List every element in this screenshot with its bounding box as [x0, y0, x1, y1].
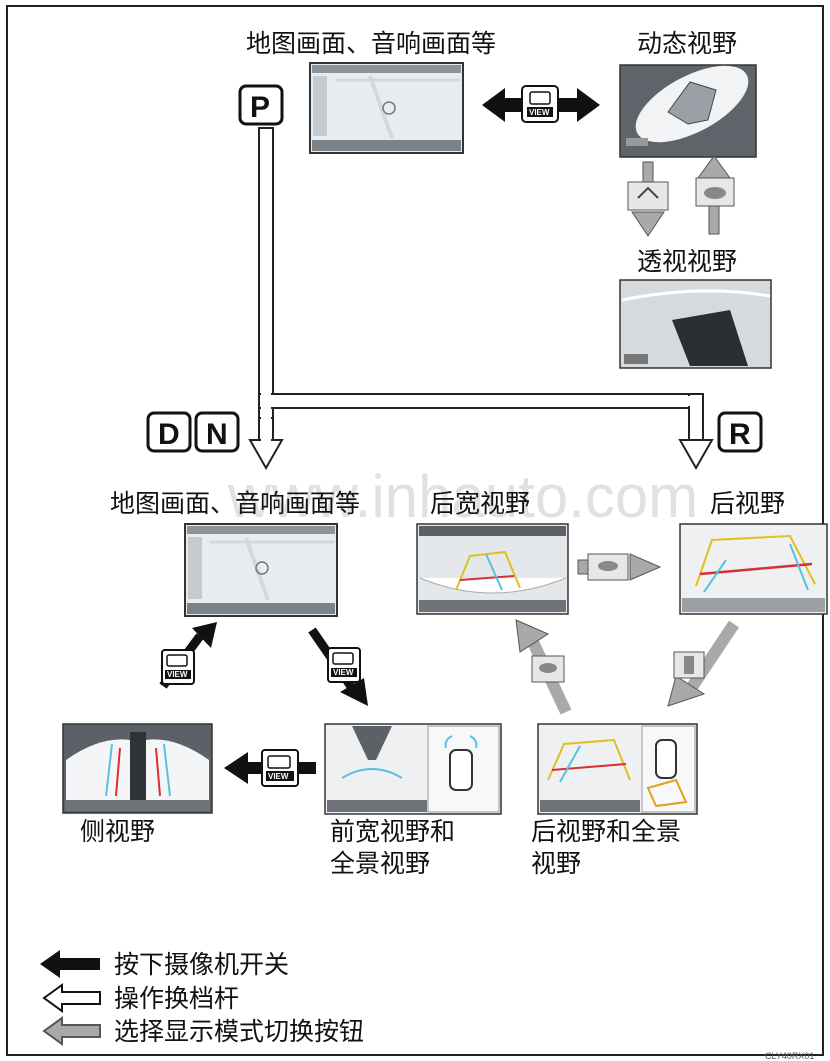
label-side-view: 侧视野 [80, 817, 155, 846]
label-map-mid: 地图画面、音响画面等 [110, 489, 360, 518]
label-rear-view: 后视野 [710, 489, 785, 518]
map-screen-top [309, 62, 464, 154]
front-wide-panorama-screen [324, 723, 502, 815]
black-arrow-map-to-front: VIEW [308, 627, 368, 706]
dynamic-view-screen [619, 64, 757, 158]
legend-item-black: 按下摄像机开关 [40, 950, 289, 979]
svg-text:P: P [250, 91, 270, 124]
camera-switch-double-arrow: VIEW [482, 85, 600, 123]
legend-label-gray: 选择显示模式切换按钮 [114, 1017, 364, 1046]
gray-arrow-up-to-dynamic [695, 155, 735, 235]
gray-arrow-down-to-perspective [627, 161, 669, 237]
label-front-wide-line1: 前宽视野和 [330, 817, 455, 846]
gear-n-badge: N [194, 411, 240, 453]
side-view-screen [62, 723, 213, 814]
shift-lever-path [248, 127, 714, 471]
svg-text:D: D [158, 418, 180, 451]
label-dynamic-view: 动态视野 [637, 29, 737, 58]
black-arrow-side-to-map: VIEW [159, 622, 217, 689]
legend-label-white: 操作换档杆 [114, 984, 239, 1013]
black-arrow-icon [40, 950, 100, 978]
label-rear-panorama-line2: 视野 [531, 849, 581, 878]
white-arrow-icon [42, 983, 101, 1013]
label-front-wide-line2: 全景视野 [330, 849, 430, 878]
rear-view-screen [679, 523, 828, 615]
svg-text:VIEW: VIEW [268, 772, 289, 781]
gear-r-badge: R [717, 411, 763, 453]
svg-text:N: N [206, 418, 228, 451]
legend-item-gray: 选择显示模式切换按钮 [42, 1016, 364, 1046]
perspective-view-screen [619, 279, 772, 369]
svg-text:VIEW: VIEW [167, 670, 188, 679]
label-rear-panorama-line1: 后视野和全景 [531, 817, 681, 846]
svg-text:R: R [729, 418, 751, 451]
svg-text:VIEW: VIEW [529, 108, 550, 117]
label-map-top: 地图画面、音响画面等 [246, 29, 496, 58]
gray-arrow-rear-pano-to-rear-wide [515, 619, 572, 715]
gear-p-badge: P [238, 84, 284, 126]
label-perspective-view: 透视视野 [637, 247, 737, 276]
gray-arrow-icon [42, 1016, 101, 1046]
legend-label-black: 按下摄像机开关 [114, 950, 289, 979]
gray-arrow-right-to-rear [577, 553, 662, 581]
label-rear-wide-view: 后宽视野 [430, 489, 530, 518]
svg-text:VIEW: VIEW [333, 668, 354, 677]
legend: 按下摄像机开关 操作换档杆 选择显示模式切换按钮 [40, 950, 364, 1046]
map-screen-mid [184, 523, 338, 617]
gear-d-badge: D [146, 411, 192, 453]
figure-code: CLY40RX01 [765, 1051, 814, 1061]
watermark: www.inhauto.com [227, 463, 698, 530]
rear-panorama-screen [537, 723, 698, 815]
rear-wide-view-screen [416, 523, 569, 615]
gray-arrow-rear-to-rear-pano [667, 620, 739, 707]
legend-item-white: 操作换档杆 [42, 983, 239, 1013]
black-arrow-front-to-side: VIEW [224, 749, 316, 787]
